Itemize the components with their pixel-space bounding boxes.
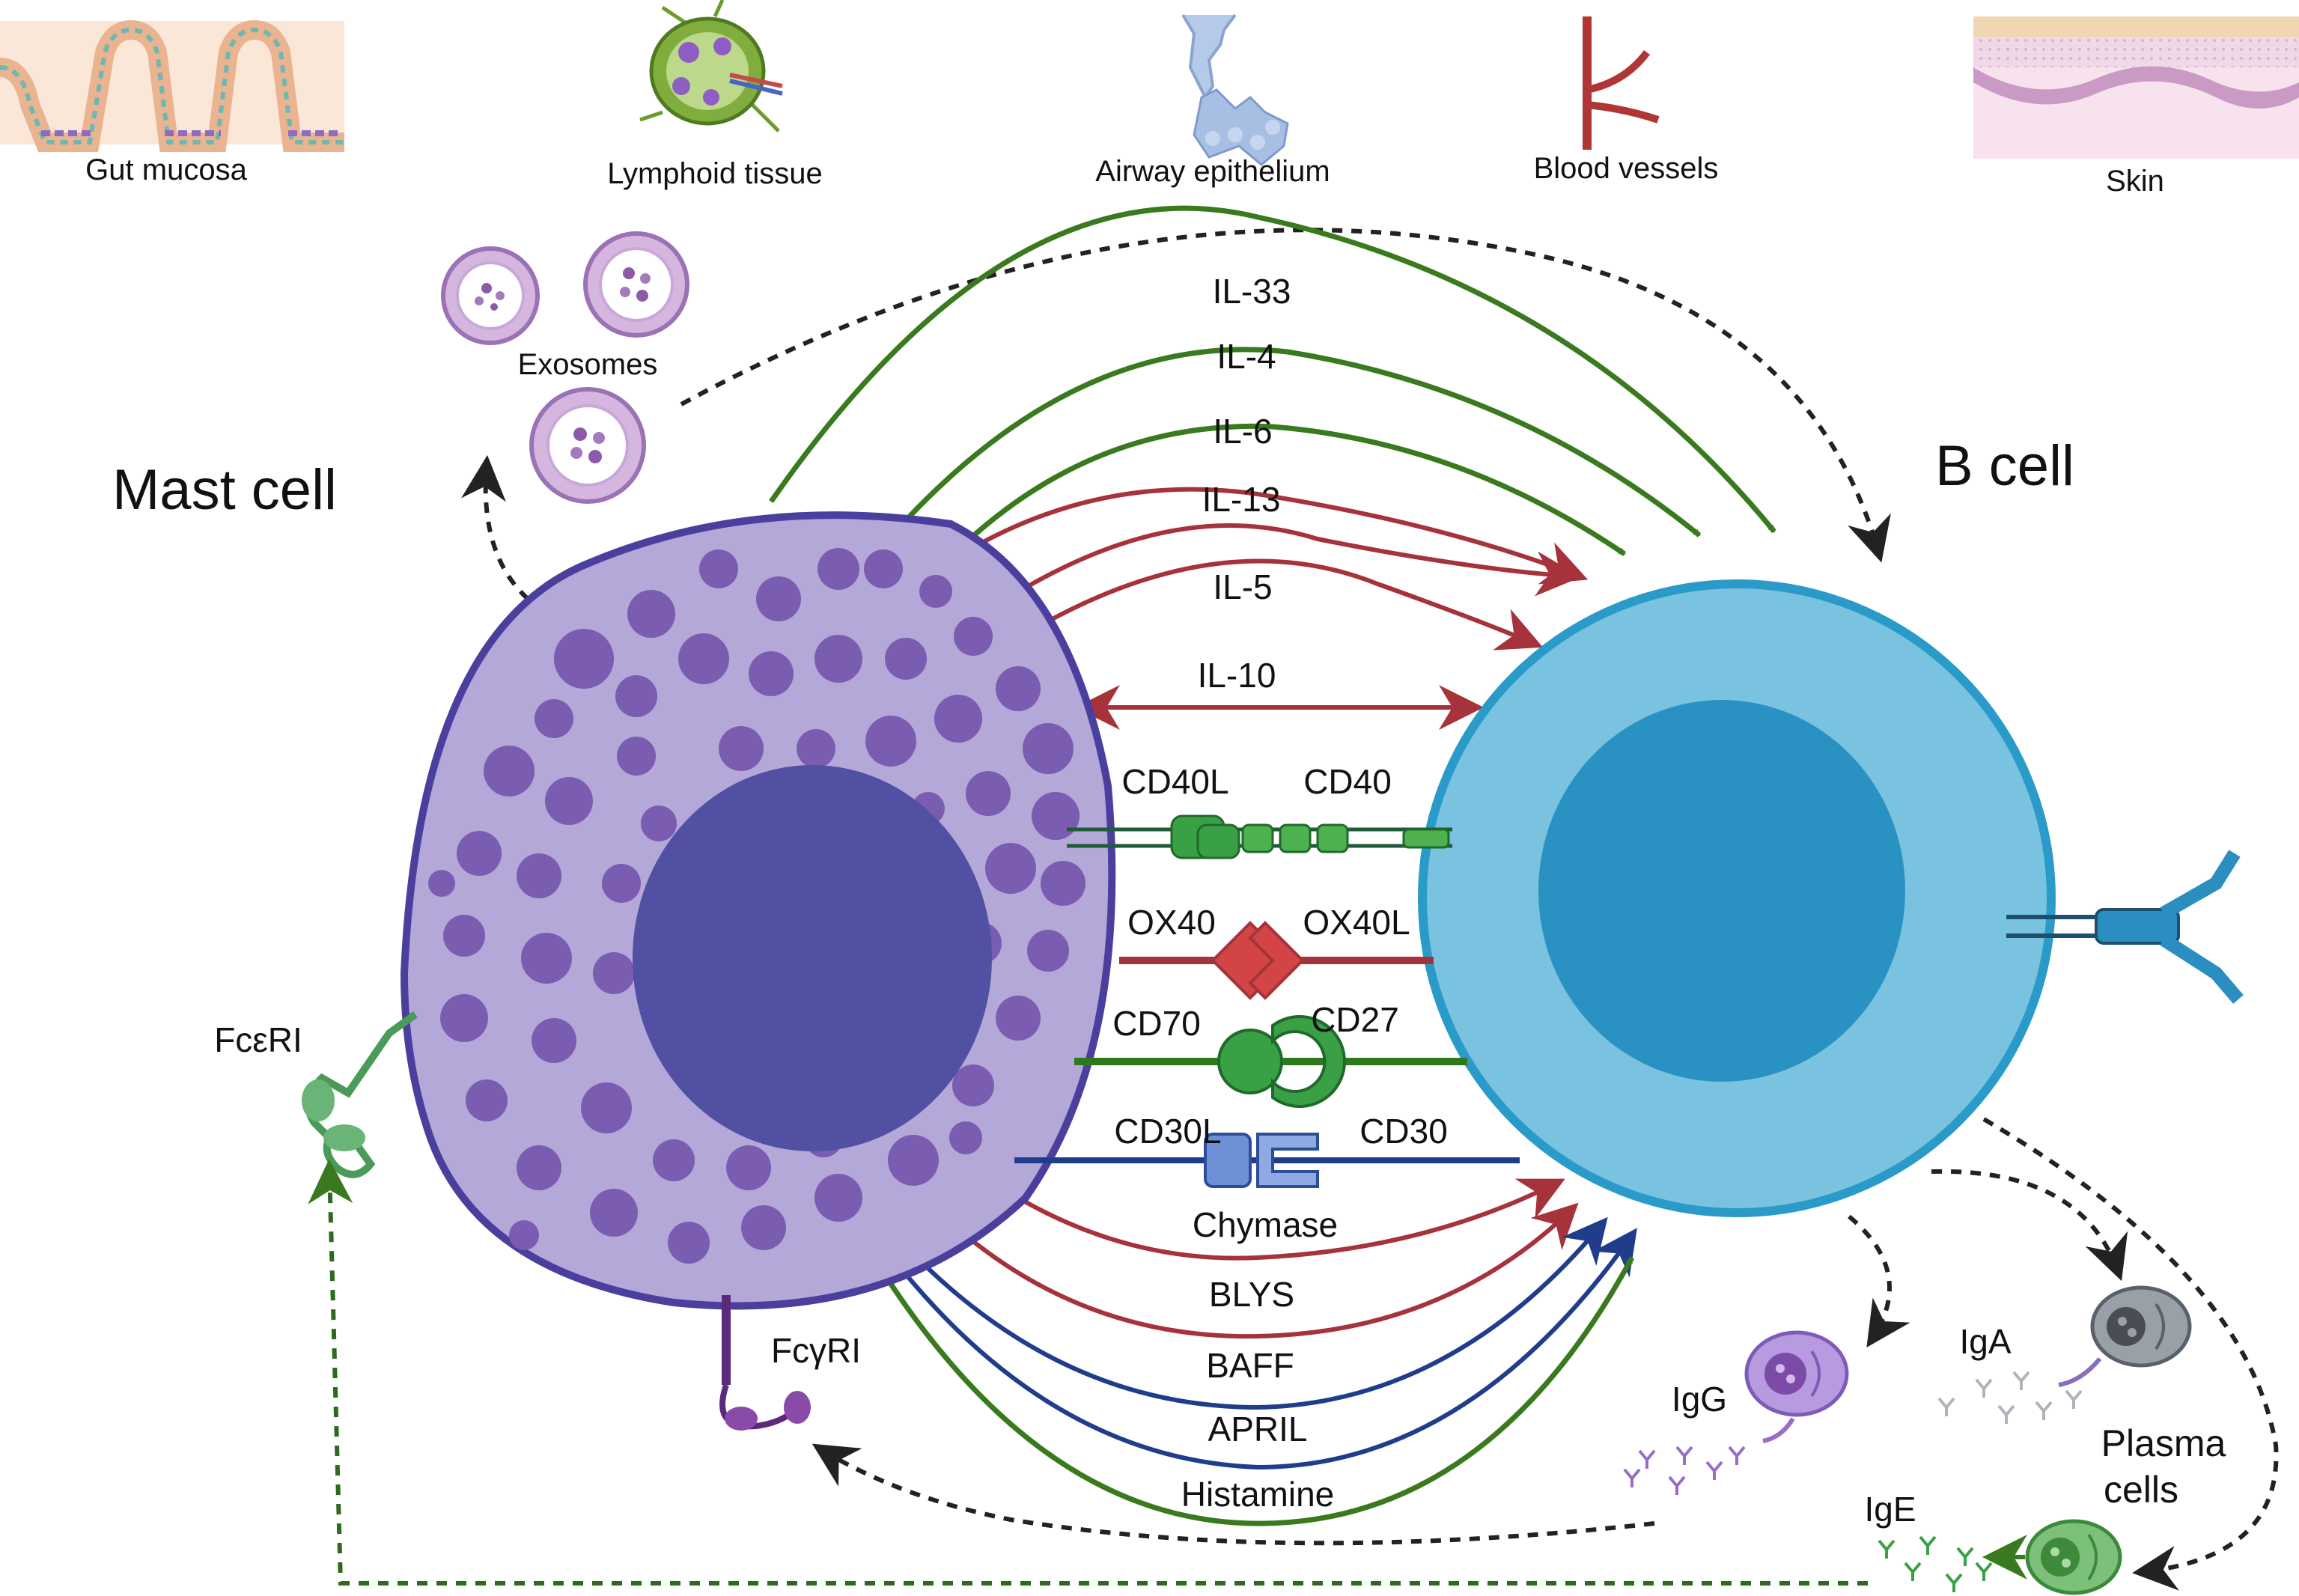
cd40l-cd40-pair	[1067, 814, 1452, 859]
label-ox40: OX40	[1127, 903, 1216, 942]
arrow-il33	[769, 205, 1776, 534]
label-il5: IL-5	[1213, 567, 1272, 606]
label-april: APRIL	[1208, 1410, 1308, 1449]
cd30l-cd30-pair	[1014, 1133, 1520, 1188]
b-cell-receptor-icon	[2006, 850, 2244, 1004]
gut-mucosa-icon	[0, 19, 344, 152]
dashed-arrow-bcell-to-igg	[1848, 1214, 1910, 1347]
igg-secretion-arrow	[1762, 1417, 1795, 1443]
label-cd70: CD70	[1112, 1004, 1201, 1043]
exosome-3	[529, 387, 646, 504]
label-cd30l: CD30L	[1114, 1112, 1221, 1151]
arrow-il6	[960, 487, 1589, 585]
label-il10: IL-10	[1198, 656, 1276, 695]
arrow-baff	[907, 1216, 1608, 1410]
label-plasma-cells-line1: Plasma	[2101, 1422, 2226, 1464]
b-cell	[1418, 579, 2056, 1217]
label-fcg1: FcγRI	[771, 1331, 861, 1370]
label-fcer1: FcεRI	[214, 1020, 302, 1059]
ox40-ox40l-pair	[1119, 921, 1434, 1000]
airway-icon	[1181, 13, 1289, 166]
label-baff: BAFF	[1206, 1346, 1294, 1385]
tissue-label-blood: Blood vessels	[1534, 152, 1719, 185]
exosome-1	[441, 246, 540, 345]
ige-antibodies	[1878, 1535, 1993, 1592]
exosome-2	[583, 231, 689, 338]
label-ox40l: OX40L	[1303, 903, 1410, 942]
dashed-arrow-igg-to-fcg1	[811, 1443, 1655, 1546]
fcer1-receptor-icon	[302, 1011, 418, 1178]
label-igg: IgG	[1672, 1380, 1727, 1419]
tissue-label-airway: Airway epithelium	[1095, 155, 1330, 188]
arrow-il4	[904, 347, 1702, 537]
label-ige: IgE	[1864, 1490, 1916, 1529]
arrow-chymase	[960, 1158, 1565, 1261]
dashed-arrow-to-exosomes	[461, 455, 530, 601]
label-iga: IgA	[1959, 1322, 2011, 1361]
label-cd27: CD27	[1311, 1000, 1399, 1039]
label-il6: IL-6	[1213, 412, 1272, 451]
dashed-arrow-ige-to-fcer1	[308, 1159, 1868, 1586]
dashed-arrow-exosomes-to-bcell	[680, 228, 1891, 563]
arrow-il5	[1047, 558, 1544, 651]
label-plasma-cells-line2: cells	[2104, 1469, 2178, 1511]
arrow-blys	[930, 1202, 1579, 1339]
label-cd40: CD40	[1303, 762, 1392, 801]
label-il13: IL-13	[1202, 480, 1281, 519]
label-blys: BLYS	[1209, 1275, 1294, 1314]
arrow-il13	[1005, 523, 1581, 601]
iga-secretion-arrow	[2058, 1357, 2102, 1387]
cd70-cd27-pair	[1074, 1015, 1467, 1108]
exosomes-label: Exosomes	[518, 348, 658, 381]
label-il4: IL-4	[1217, 337, 1276, 376]
b-cell-title: B cell	[1935, 434, 2074, 498]
iga-antibodies	[1937, 1371, 2083, 1424]
arrow-histamine	[881, 1256, 1635, 1526]
tissue-label-lymphoid: Lymphoid tissue	[607, 157, 823, 190]
mast-cell-nucleus	[633, 765, 992, 1151]
lymph-node-icon	[639, 0, 783, 133]
dashed-arrow-bcell-to-iga	[1931, 1169, 2128, 1282]
label-il33: IL-33	[1213, 272, 1291, 311]
dashed-arrow-bcell-to-ige	[1982, 1117, 2279, 1591]
blood-vessel-icon	[1583, 16, 1660, 150]
arrow-april	[896, 1228, 1637, 1470]
label-cd30: CD30	[1359, 1112, 1448, 1151]
tissue-label-skin: Skin	[2106, 165, 2164, 198]
label-chymase: Chymase	[1193, 1205, 1338, 1244]
label-histamine: Histamine	[1181, 1475, 1335, 1514]
mast-cell-title: Mast cell	[112, 458, 337, 522]
skin-icon	[1973, 16, 2299, 159]
igg-antibodies	[1623, 1446, 1746, 1495]
plasma-cell-ige	[2025, 1519, 2122, 1595]
mast-cell	[400, 511, 1116, 1310]
fcg1-receptor-icon	[719, 1295, 811, 1431]
label-cd40l: CD40L	[1121, 762, 1228, 801]
tissue-label-gut: Gut mucosa	[85, 153, 247, 186]
plasma-cell-igg	[1744, 1330, 1849, 1417]
plasma-cell-iga	[2090, 1285, 2192, 1368]
arrow-il4b	[963, 423, 1626, 556]
